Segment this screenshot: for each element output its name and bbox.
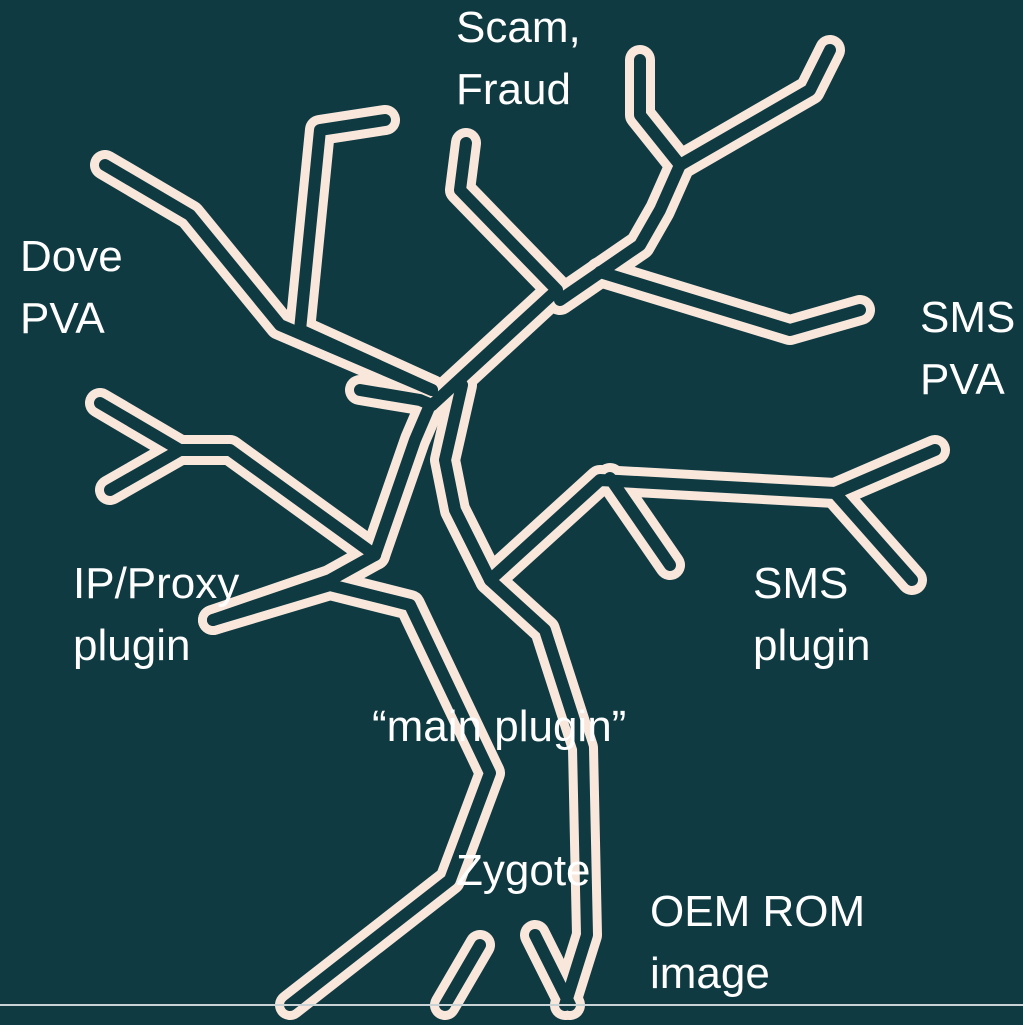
label-oem-rom-image-line-1: OEM ROM [650, 881, 865, 943]
label-scam-fraud-line-1: Scam, [456, 0, 581, 59]
label-ip-proxy-plugin-line-1: IP/Proxy [73, 553, 239, 615]
label-dove-pva-line-2: PVA [20, 288, 123, 350]
label-oem-rom-image: OEM ROM image [650, 881, 865, 1005]
label-sms-pva-line-1: SMS [920, 287, 1015, 349]
label-scam-fraud: Scam, Fraud [456, 0, 581, 121]
label-sms-pva: SMS PVA [920, 287, 1015, 411]
label-oem-rom-image-line-2: image [650, 943, 865, 1005]
ground-line [0, 1004, 1023, 1006]
label-sms-pva-line-2: PVA [920, 349, 1015, 411]
label-scam-fraud-line-2: Fraud [456, 59, 581, 121]
label-zygote: Zygote [456, 840, 591, 902]
label-sms-plugin-line-2: plugin [753, 615, 870, 677]
trunk-left-edge-outline [213, 585, 490, 1005]
label-sms-plugin: SMS plugin [753, 553, 870, 677]
branch-inner-left-inner [375, 405, 430, 555]
label-dove-pva-line-1: Dove [20, 226, 123, 288]
label-dove-pva: Dove PVA [20, 226, 123, 350]
label-ip-proxy-plugin-line-2: plugin [73, 615, 239, 677]
label-ip-proxy-plugin: IP/Proxy plugin [73, 553, 239, 677]
label-sms-plugin-line-1: SMS [753, 553, 870, 615]
label-main-plugin: “main plugin” [372, 696, 626, 758]
